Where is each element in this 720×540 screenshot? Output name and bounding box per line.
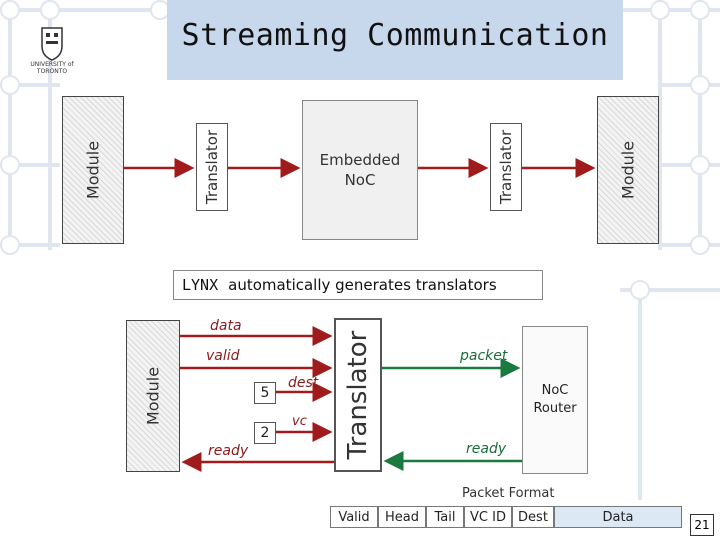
top-right-module: Module <box>597 96 659 244</box>
pf-field-vcid: VC ID <box>464 506 512 528</box>
pf-field-valid: Valid <box>330 506 378 528</box>
top-left-translator: Translator <box>196 123 228 211</box>
valid-label: valid <box>206 348 240 364</box>
top-noc-label: Embedded NoC <box>319 151 401 189</box>
slide-title: Streaming Communication <box>181 18 609 53</box>
bottom-translator: Translator <box>334 318 382 472</box>
packet-label: packet <box>460 348 508 364</box>
vc-value-box: 2 <box>254 422 276 444</box>
dest-value-box: 5 <box>254 382 276 404</box>
bottom-module: Module <box>126 320 180 472</box>
bottom-noc-router: NoC Router <box>522 326 588 474</box>
top-noc: Embedded NoC <box>302 100 418 240</box>
pf-field-dest: Dest <box>512 506 554 528</box>
packet-format-title: Packet Format <box>462 486 555 501</box>
top-right-translator: Translator <box>490 123 522 211</box>
dest-label: dest <box>288 375 319 391</box>
ready-right-label: ready <box>466 441 507 457</box>
logo-text: UNIVERSITY of TORONTO <box>30 61 74 75</box>
dest-value: 5 <box>260 385 270 401</box>
slide-number: 21 <box>690 514 714 536</box>
pf-field-tail: Tail <box>426 506 464 528</box>
bottom-router-label: NoC Router <box>533 383 577 416</box>
top-left-module: Module <box>62 96 124 244</box>
crest-icon <box>41 27 63 61</box>
data-label: data <box>210 318 242 334</box>
title-banner <box>167 0 623 80</box>
ready-left-label: ready <box>208 443 249 459</box>
lynx-caption-text: automatically generates translators <box>228 276 497 294</box>
top-arrows <box>124 158 596 178</box>
pf-field-head: Head <box>378 506 426 528</box>
vc-label: vc <box>292 414 307 429</box>
vc-value: 2 <box>260 425 270 441</box>
lynx-code: LYNX <box>182 276 219 294</box>
lynx-caption: LYNX automatically generates translators <box>173 270 543 300</box>
university-logo: UNIVERSITY of TORONTO <box>28 26 76 80</box>
pf-field-data: Data <box>554 506 682 528</box>
